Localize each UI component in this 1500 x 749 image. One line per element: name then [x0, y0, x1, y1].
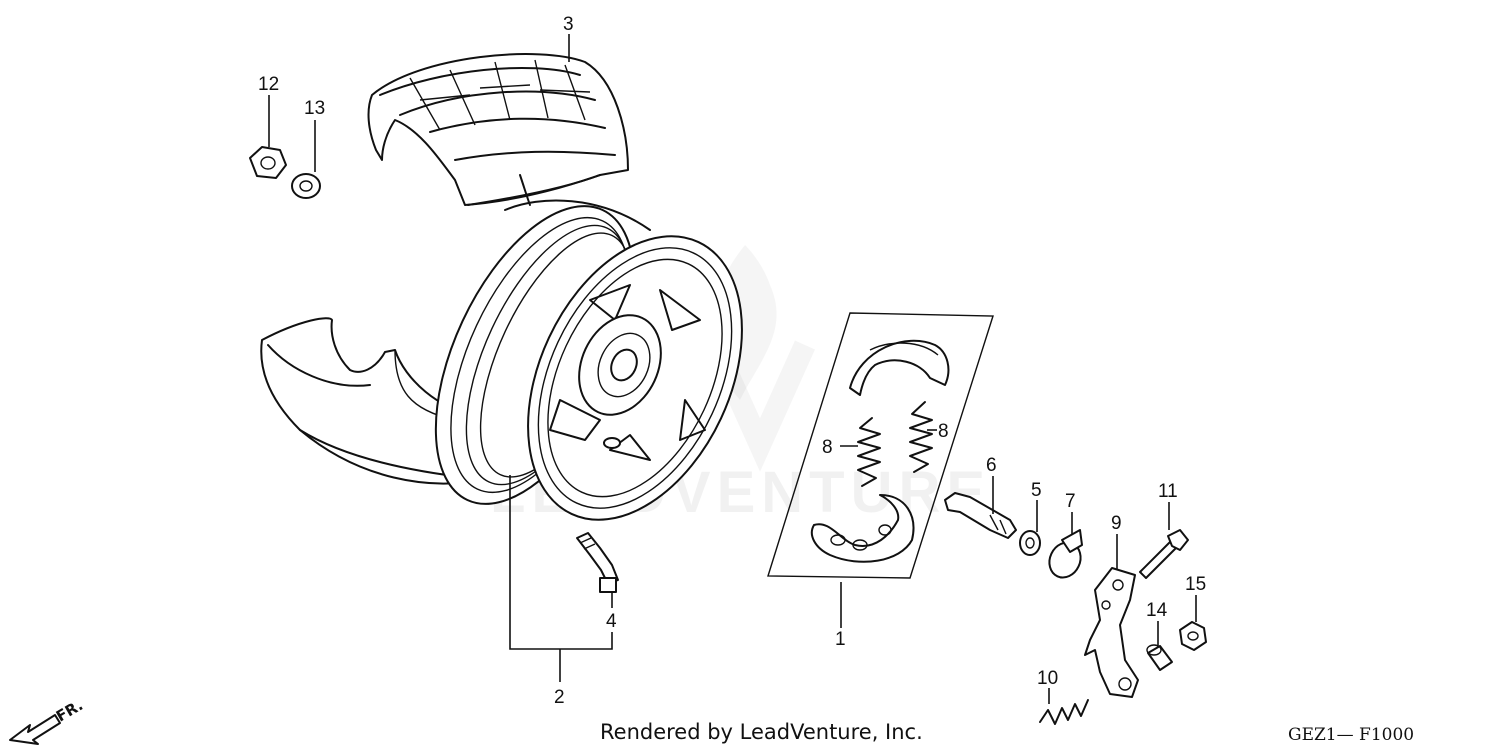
tire-upper — [367, 53, 629, 206]
brake-arm — [1084, 567, 1139, 698]
callout-12: 12 — [258, 74, 279, 95]
callout-14: 14 — [1146, 600, 1168, 621]
callout-3: 3 — [563, 14, 574, 35]
footer-credit: Rendered by LeadVenture, Inc. — [600, 720, 923, 744]
callout-9: 9 — [1111, 513, 1122, 534]
callout-1: 1 — [835, 629, 846, 650]
callout-6: 6 — [986, 455, 997, 476]
return-spring — [1039, 699, 1089, 725]
brake-shoe-set — [767, 312, 994, 579]
bolt — [1139, 529, 1189, 579]
callout-2: 2 — [554, 687, 565, 708]
valve-stem — [576, 532, 619, 593]
callout-11: 11 — [1158, 481, 1178, 502]
leader-lines — [268, 34, 1197, 704]
axle-nut — [249, 146, 287, 179]
callout-4: 4 — [606, 611, 617, 632]
felt-seal — [1019, 530, 1041, 556]
callout-8-right: 8 — [938, 421, 949, 442]
callout-7: 7 — [1065, 491, 1076, 512]
callout-10: 10 — [1037, 668, 1058, 689]
diagram-code: GEZ1— F1000 — [1288, 725, 1414, 745]
callouts: 3 12 13 2 4 1 8 8 6 5 7 9 11 15 14 10 — [258, 14, 1206, 708]
washer — [291, 173, 321, 199]
front-direction-arrow: FR. — [9, 696, 86, 745]
nut — [1179, 621, 1207, 651]
callout-8-left: 8 — [822, 437, 833, 458]
wheel-rim — [434, 199, 743, 521]
callout-5: 5 — [1031, 480, 1042, 501]
brake-cam — [944, 492, 1017, 539]
wear-indicator-plate — [1048, 529, 1083, 579]
callout-15: 15 — [1185, 574, 1206, 595]
collar — [1146, 644, 1173, 671]
callout-13: 13 — [304, 98, 325, 119]
